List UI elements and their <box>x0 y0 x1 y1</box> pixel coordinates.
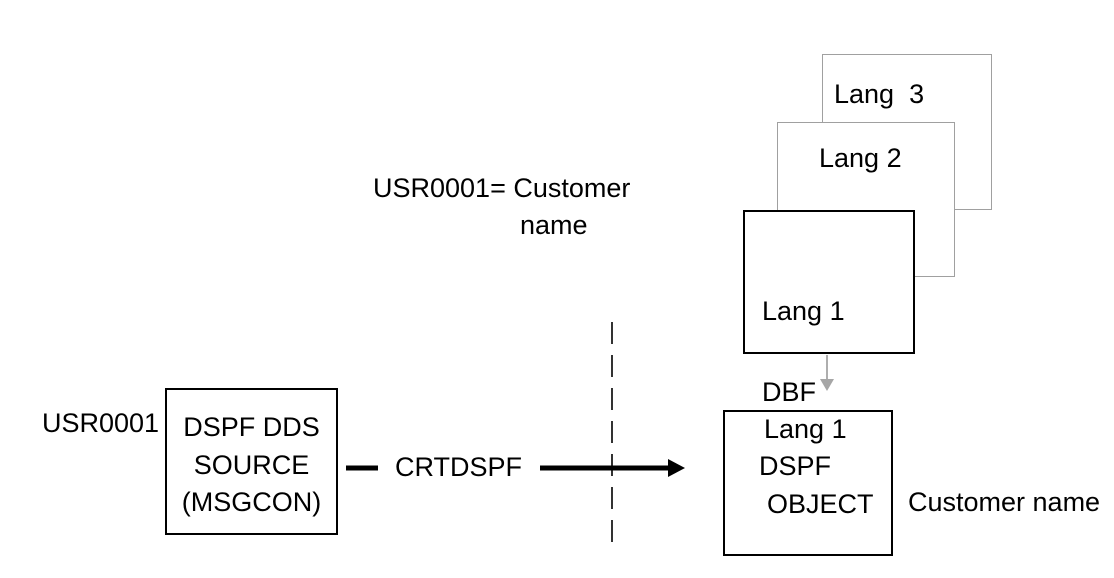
lang1-dbf-line2: DBF <box>762 377 816 407</box>
lang1-dbf-box-label: Lang 1 DBF <box>762 244 845 460</box>
dspf-object-line2: DSPF <box>759 451 832 481</box>
lang1-dbf-line1: Lang 1 <box>762 296 845 326</box>
dds-source-line1: DSPF DDS <box>183 412 320 442</box>
lang2-box-label: Lang 2 <box>819 143 902 173</box>
crtdspf-command-label: CRTDSPF <box>395 452 523 482</box>
dds-source-box: DSPF DDS SOURCE (MSGCON) <box>165 388 338 535</box>
dds-source-line2: SOURCE <box>193 449 310 480</box>
dds-source-line3: (MSGCON) <box>181 487 322 517</box>
dspf-object-line1: Lang 1 <box>764 414 847 444</box>
annotation-line1: USR0001= Customer <box>373 173 631 203</box>
lang1-dbf-box: Lang 1 DBF <box>743 210 915 406</box>
lang3-box-label: Lang 3 <box>834 79 925 109</box>
compile-flow-arrow-head-icon <box>668 459 685 477</box>
dspf-object-line3: OBJECT <box>767 489 874 519</box>
dds-source-box-label: DSPF DDS SOURCE (MSGCON) <box>167 409 336 522</box>
source-member-label: USR0001 <box>42 408 160 438</box>
dspf-object-box: Lang 1 DSPF OBJECT <box>723 410 893 556</box>
annotation-line2: name <box>520 210 588 240</box>
object-customer-name-label: Customer name <box>908 487 1101 517</box>
